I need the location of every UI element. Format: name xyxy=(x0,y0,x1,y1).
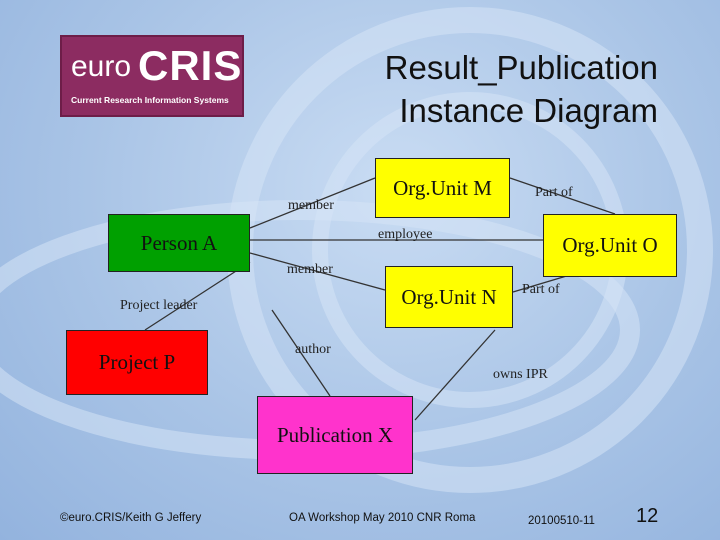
label-project-leader: Project leader xyxy=(120,298,198,313)
logo-euro-text: euro xyxy=(71,50,132,83)
label-member-m: member xyxy=(288,198,334,213)
label-part-of-m: Part of xyxy=(535,185,573,200)
node-person-a: Person A xyxy=(108,214,250,272)
node-org-unit-o: Org.Unit O xyxy=(543,214,677,277)
node-project-p: Project P xyxy=(66,330,208,395)
node-publication-x: Publication X xyxy=(257,396,413,474)
logo-tagline: Current Research Information Systems xyxy=(71,95,229,105)
node-org-unit-m: Org.Unit M xyxy=(375,158,510,218)
footer-event: OA Workshop May 2010 CNR Roma xyxy=(289,512,476,524)
edge-owns-ipr xyxy=(414,329,496,421)
label-owns-ipr: owns IPR xyxy=(493,367,548,382)
label-member-n: member xyxy=(287,262,333,277)
title-line-2: Instance Diagram xyxy=(399,92,658,129)
footer-code: 20100510-11 xyxy=(528,515,595,527)
label-author: author xyxy=(295,342,331,357)
eurocris-logo: euro CRIS Current Research Information S… xyxy=(60,35,244,117)
logo-cris-text: CRIS xyxy=(138,42,243,89)
label-employee: employee xyxy=(378,227,433,242)
edge-project-leader xyxy=(144,261,251,331)
label-part-of-n: Part of xyxy=(522,282,560,297)
footer-copyright: ©euro.CRIS/Keith G Jeffery xyxy=(60,512,202,524)
node-org-unit-n: Org.Unit N xyxy=(385,266,513,328)
slide-title: Result_Publication Instance Diagram xyxy=(338,46,658,132)
page-number: 12 xyxy=(636,505,659,527)
edge-part-of-m xyxy=(509,177,616,215)
edge-member-n xyxy=(249,252,386,291)
title-line-1: Result_Publication xyxy=(384,49,658,86)
edge-member-m xyxy=(249,177,376,229)
edge-author xyxy=(271,309,331,397)
